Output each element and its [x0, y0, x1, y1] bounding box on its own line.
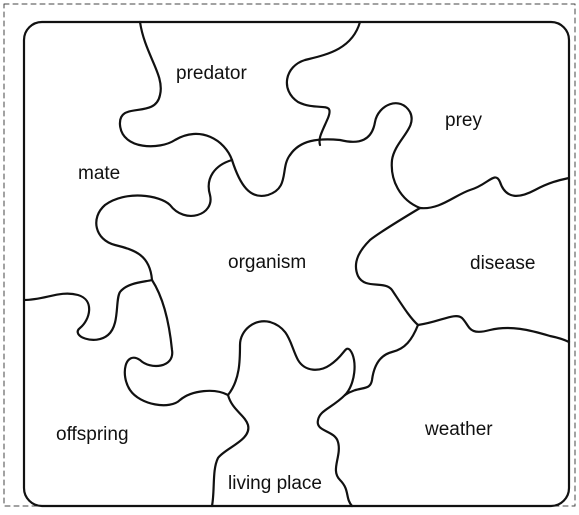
- cut-line-organism-top: [290, 103, 420, 208]
- cut-line-organism-right: [356, 208, 420, 325]
- piece-label-prey: prey: [445, 111, 482, 130]
- piece-label-living-place: living place: [228, 474, 322, 493]
- cut-line-mate-bottom: [24, 280, 152, 340]
- piece-label-mate: mate: [78, 164, 120, 183]
- cut-line-organism-bottom: [228, 321, 355, 395]
- cut-line-weather: [345, 325, 418, 395]
- cut-line-predator-left: [120, 22, 290, 196]
- piece-label-predator: predator: [176, 64, 247, 83]
- cut-line-organism-left: [125, 280, 228, 405]
- cut-line-living-place-right: [318, 395, 352, 506]
- cut-line-disease-bottom: [418, 316, 569, 342]
- piece-label-disease: disease: [470, 254, 536, 273]
- piece-label-offspring: offspring: [56, 425, 129, 444]
- cut-line-predator-right: [287, 22, 360, 145]
- piece-label-organism: organism: [228, 253, 306, 272]
- piece-label-weather: weather: [425, 420, 493, 439]
- cut-line-prey-right: [420, 177, 569, 208]
